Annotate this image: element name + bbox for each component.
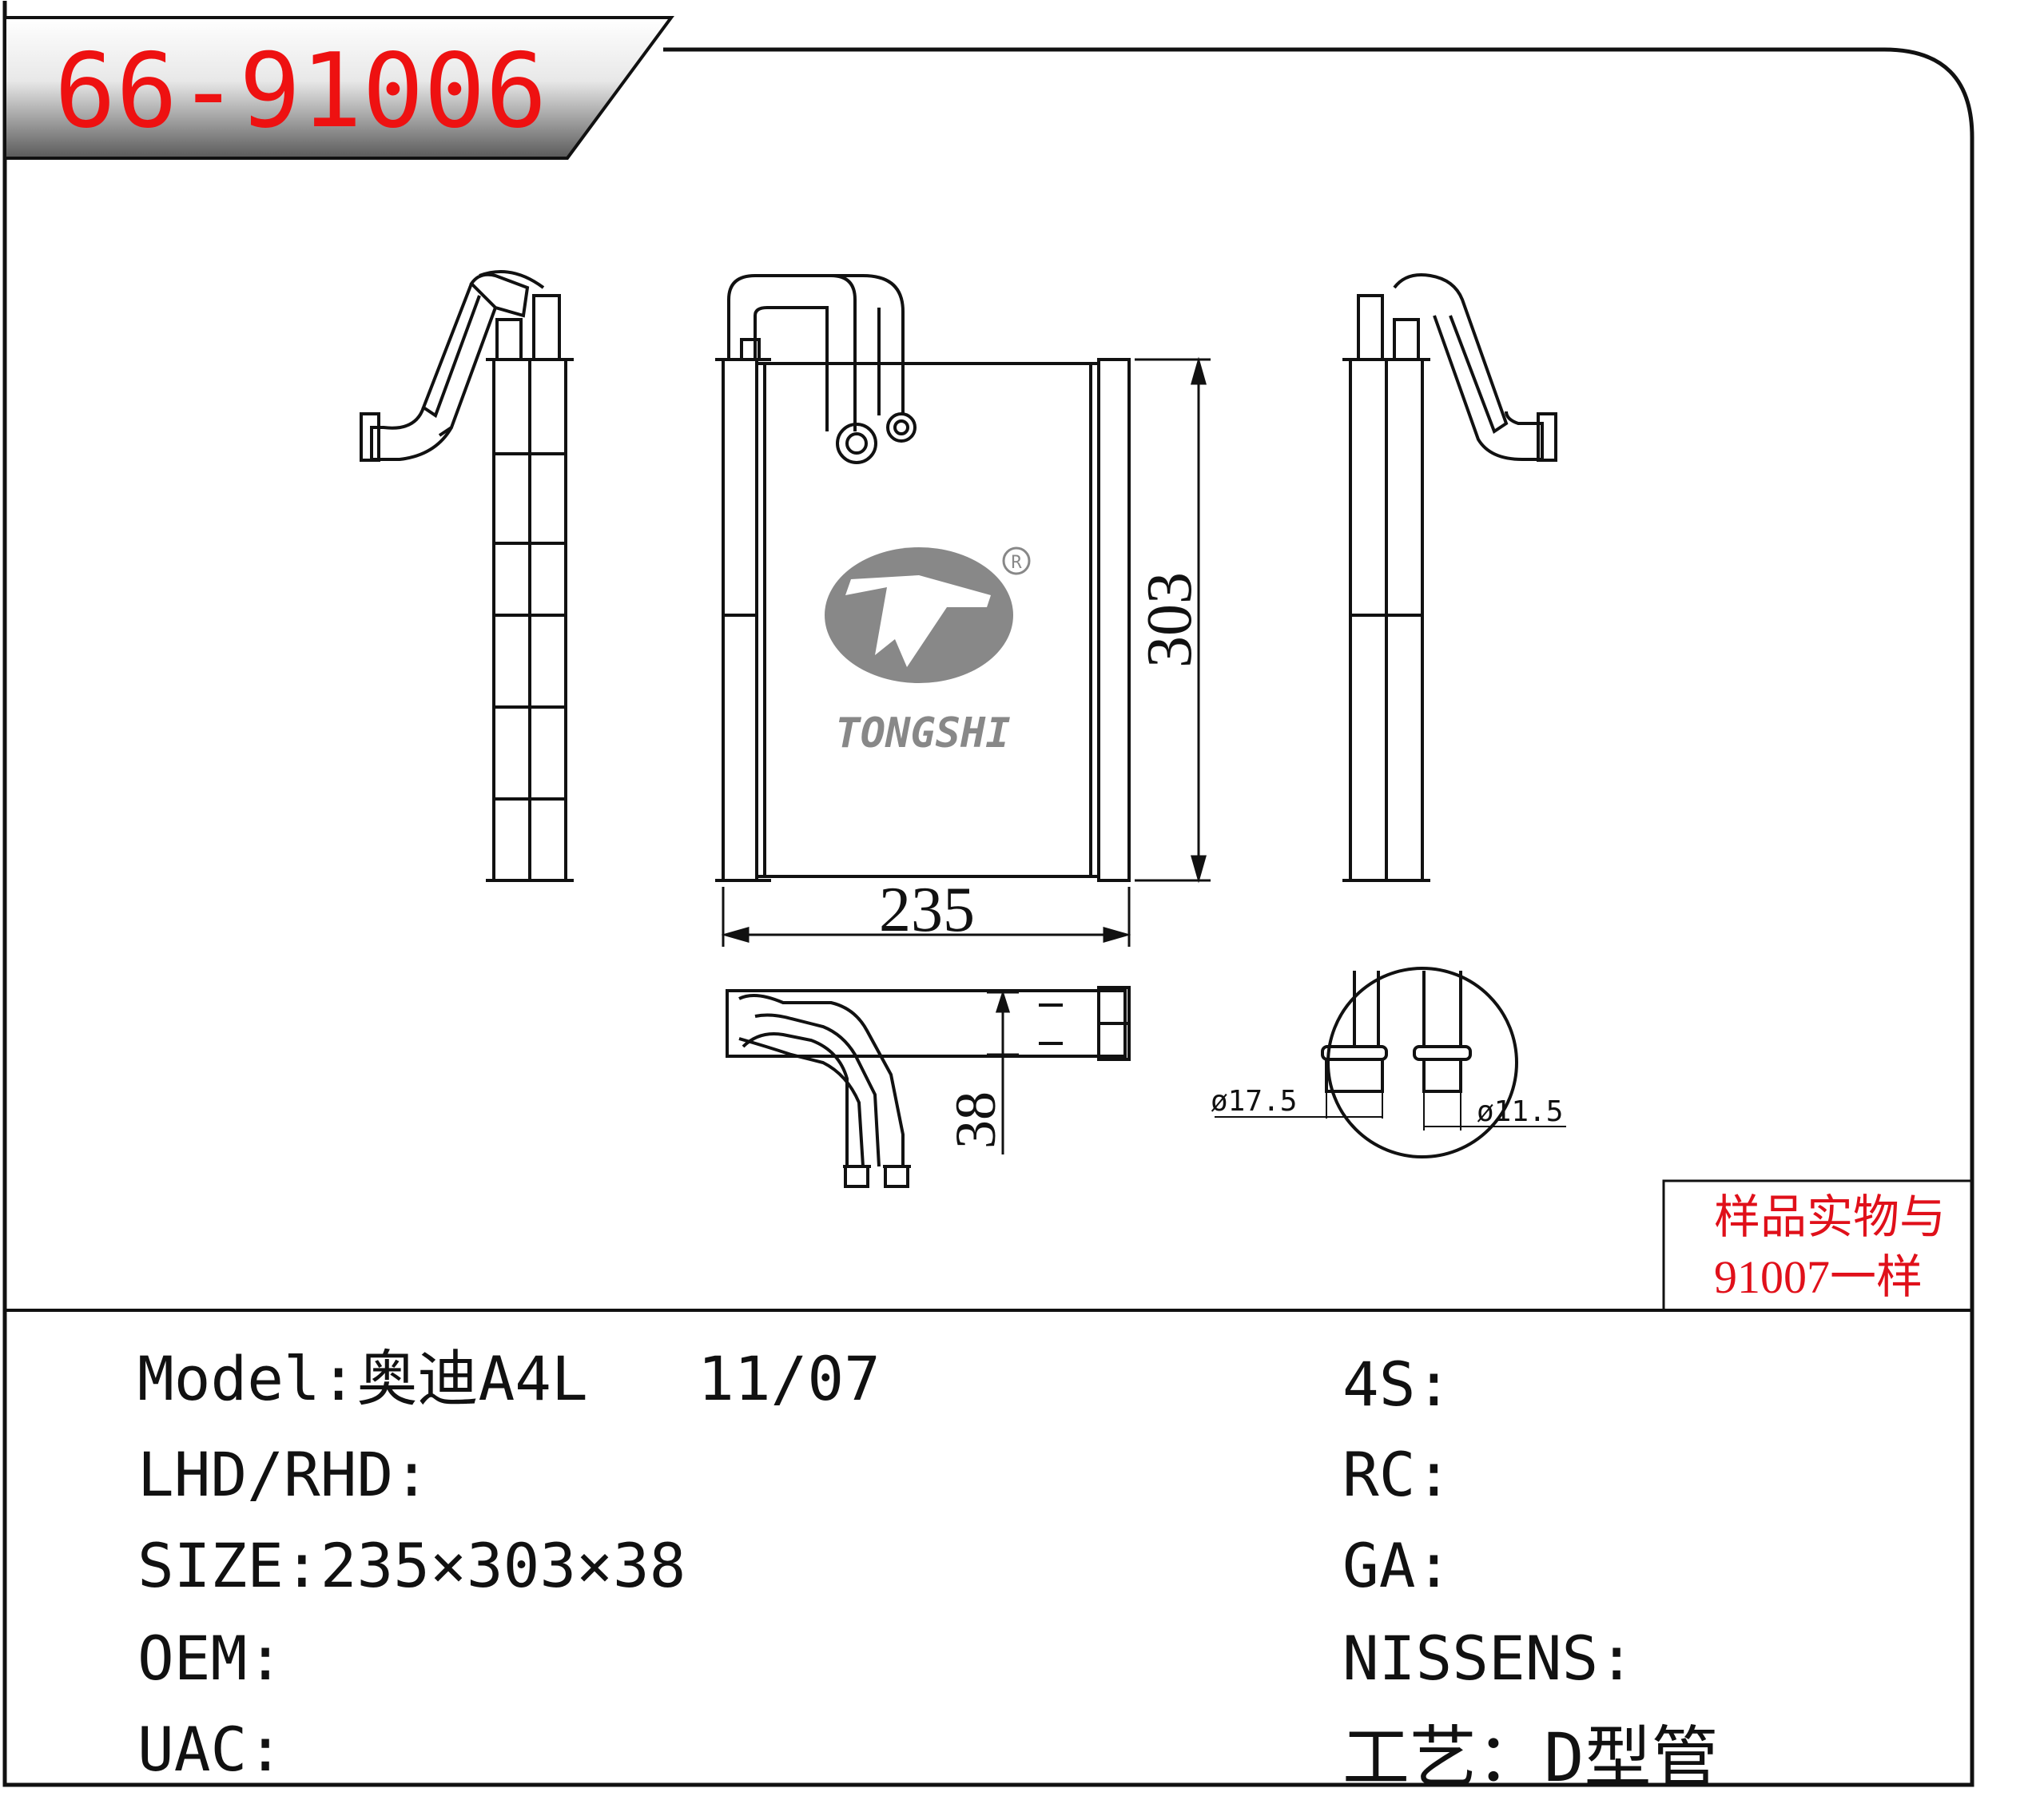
front-view (715, 274, 1131, 882)
spec-label: GA (1342, 1530, 1416, 1601)
spec-4s: 4S: (1342, 1354, 1452, 1415)
pipe-large-label: ø17.5 (1211, 1085, 1297, 1118)
spec-sep: : (1415, 1530, 1453, 1601)
brand-name: TONGSHI (835, 709, 1010, 757)
sample-note-line-2: 91007一样 (1714, 1251, 1923, 1303)
right-side-view (1342, 273, 1557, 882)
part-number: 66-91006 (54, 32, 547, 151)
spec-process: 工艺：D型管 (1342, 1724, 1719, 1791)
spec-model: Model:奥迪A4L 11/07 (137, 1349, 881, 1409)
width-label: 235 (879, 875, 975, 945)
outer-frame (2, 1, 1974, 1787)
spec-label: 工艺 (1342, 1719, 1477, 1797)
spec-size: SIZE:235×303×38 (137, 1536, 686, 1596)
spec-sep: ： (1477, 1719, 1545, 1797)
depth-dimension (987, 990, 1019, 1154)
spec-value: D型管 (1544, 1719, 1719, 1797)
spec-label: 4S (1342, 1349, 1416, 1420)
top-view (726, 986, 1131, 1188)
spec-lhd-rhd: LHD/RHD: (137, 1444, 430, 1505)
tongshi-logo: R TONGSHI (825, 546, 1031, 757)
spec-sep: : (247, 1623, 284, 1694)
pipe-detail (1215, 967, 1566, 1158)
spec-sep: : (393, 1439, 431, 1510)
spec-nissens: NISSENS: (1342, 1628, 1635, 1689)
depth-label: 38 (944, 1091, 1008, 1149)
spec-sep: : (1415, 1439, 1453, 1510)
spec-label: SIZE (137, 1530, 284, 1601)
spec-ga: GA: (1342, 1536, 1452, 1596)
spec-label: Model (137, 1343, 320, 1414)
width-dimension (721, 887, 1131, 947)
note-box (1662, 1179, 1974, 1312)
spec-label: NISSENS (1342, 1623, 1599, 1694)
spec-sep: : (320, 1343, 357, 1414)
pipe-small-label: ø11.5 (1477, 1095, 1563, 1128)
sample-note-line-1: 样品实物与 (1714, 1191, 1947, 1243)
spec-label: LHD/RHD (137, 1439, 394, 1510)
left-side-view (360, 270, 574, 882)
spec-rc: RC: (1342, 1444, 1452, 1505)
spec-oem: OEM: (137, 1628, 284, 1689)
spec-uac: UAC: (137, 1719, 284, 1780)
spec-sep: : (284, 1530, 320, 1601)
spec-value: 奥迪A4L 11/07 (356, 1343, 881, 1414)
height-dimension (1135, 356, 1211, 884)
spec-sep: : (1598, 1623, 1636, 1694)
height-label: 303 (1135, 572, 1205, 668)
spec-label: RC (1342, 1439, 1416, 1510)
spec-label: UAC (137, 1714, 248, 1785)
spec-sep: : (1415, 1349, 1453, 1420)
registered-mark: R (1011, 553, 1022, 573)
spec-value: 235×303×38 (320, 1530, 686, 1601)
spec-sep: : (247, 1714, 284, 1785)
title-tab (3, 16, 674, 160)
spec-label: OEM (137, 1623, 248, 1694)
